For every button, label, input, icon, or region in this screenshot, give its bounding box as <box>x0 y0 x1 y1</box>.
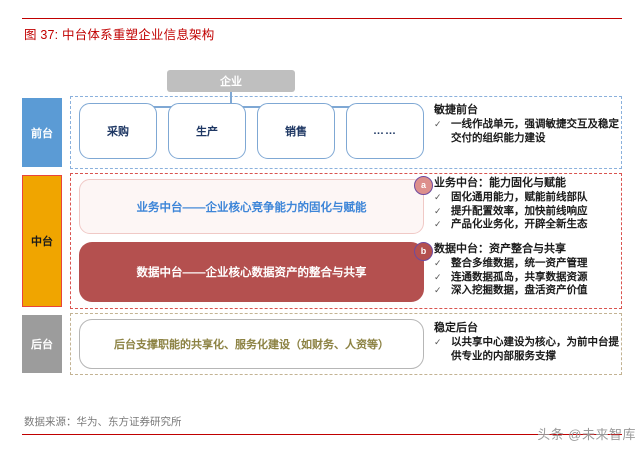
note-data-middle-platform-title: 数据中台：资产整合与共享 <box>434 243 566 255</box>
note-business-middle-platform-item-2-text: 产品化业务化，开辟全新生态 <box>451 218 588 230</box>
note-back-office: 稳定后台 ✓ 以共享中心建设为核心，为前中台提供专业的内部服务支撑 <box>434 321 620 363</box>
check-icon: ✓ <box>434 285 442 295</box>
figure-container: 图 37: 中台体系重塑企业信息架构 企业 前台 中台 后台 采购 <box>22 18 622 436</box>
front-box-production-label: 生产 <box>196 126 218 138</box>
figure-bottom-rule <box>22 434 622 435</box>
front-box-procurement-label: 采购 <box>107 126 129 138</box>
note-business-middle-platform-item-1-text: 提升配置效率，加快前线响应 <box>451 204 588 217</box>
note-business-middle-platform-title: 业务中台：能力固化与赋能 <box>434 177 566 189</box>
middle-platform-zone-boundary <box>70 173 622 309</box>
note-business-middle-platform: 业务中台：能力固化与赋能 ✓ 固化通用能力，赋能前线部队 ✓ 提升配置效率，加快… <box>434 176 620 232</box>
note-data-middle-platform-item-2-text: 深入挖掘数据，盘活资产价值 <box>451 284 588 296</box>
note-back-office-title: 稳定后台 <box>434 322 478 334</box>
connector-bus <box>118 106 386 108</box>
tier-label-back-office-text: 后台 <box>31 339 53 351</box>
note-data-middle-platform-item-0-text: 整合多维数据，统一资产管理 <box>451 257 588 269</box>
tier-label-front-stage-text: 前台 <box>31 127 53 140</box>
data-middle-platform-label: 数据中台——企业核心数据资产的整合与共享 <box>136 267 367 279</box>
enterprise-node-label: 企业 <box>220 76 242 88</box>
note-data-middle-platform-item-1-text: 连通数据孤岛，共享数据资源 <box>451 270 588 283</box>
tier-label-front-stage[interactable]: 前台 <box>22 98 62 167</box>
note-data-middle-platform-item-1: ✓ 连通数据孤岛，共享数据资源 <box>434 271 620 285</box>
tier-label-middle-platform[interactable]: 中台 <box>22 175 62 307</box>
note-front-stage-item-0-text: 一线作战单元，强调敏捷交互及稳定交付的组织能力建设 <box>451 118 619 144</box>
front-stage-zone-boundary <box>70 96 622 169</box>
back-office-zone-boundary <box>70 313 622 375</box>
front-box-more-label: …… <box>373 125 397 137</box>
check-icon: ✓ <box>434 219 442 229</box>
enterprise-node[interactable]: 企业 <box>167 70 295 92</box>
check-icon: ✓ <box>434 205 442 216</box>
badge-b[interactable]: b <box>414 242 433 261</box>
note-data-middle-platform-item-2: ✓ 深入挖掘数据，盘活资产价值 <box>434 284 620 298</box>
back-office-box[interactable]: 后台支撑职能的共享化、服务化建设（如财务、人资等） <box>79 319 424 369</box>
badge-a-label: a <box>420 180 426 190</box>
note-business-middle-platform-item-1: ✓ 提升配置效率，加快前线响应 <box>434 205 620 219</box>
check-icon: ✓ <box>434 192 442 202</box>
note-data-middle-platform: 数据中台：资产整合与共享 ✓ 整合多维数据，统一资产管理 ✓ 连通数据孤岛，共享… <box>434 242 620 298</box>
tier-label-back-office[interactable]: 后台 <box>22 315 62 373</box>
figure-source: 数据来源：华为、东方证券研究所 <box>24 416 182 428</box>
note-back-office-item-0-text: 以共享中心建设为核心，为前中台提供专业的内部服务支撑 <box>451 336 619 362</box>
business-middle-platform-label: 业务中台——企业核心竞争能力的固化与赋能 <box>136 201 367 214</box>
note-back-office-item-0: ✓ 以共享中心建设为核心，为前中台提供专业的内部服务支撑 <box>434 336 620 363</box>
note-front-stage-item-0: ✓ 一线作战单元，强调敏捷交互及稳定交付的组织能力建设 <box>434 118 620 145</box>
connector-trunk <box>230 92 232 106</box>
figure-title: 图 37: 中台体系重塑企业信息架构 <box>24 28 215 42</box>
check-icon: ✓ <box>434 258 442 268</box>
business-middle-platform-box[interactable]: 业务中台——企业核心竞争能力的固化与赋能 <box>79 179 424 234</box>
tier-label-middle-platform-text: 中台 <box>31 236 53 248</box>
back-office-label: 后台支撑职能的共享化、服务化建设（如财务、人资等） <box>114 339 389 351</box>
check-icon: ✓ <box>434 337 442 347</box>
note-business-middle-platform-item-0-text: 固化通用能力，赋能前线部队 <box>451 191 588 203</box>
badge-a[interactable]: a <box>414 176 433 195</box>
front-box-more[interactable]: …… <box>346 103 424 159</box>
front-box-sales[interactable]: 销售 <box>257 103 335 159</box>
figure-top-rule <box>22 18 622 19</box>
check-icon: ✓ <box>434 119 442 129</box>
front-box-sales-label: 销售 <box>285 126 307 138</box>
badge-b-label: b <box>420 246 427 256</box>
watermark: 头条 @未来智库 <box>537 427 636 442</box>
note-business-middle-platform-item-2: ✓ 产品化业务化，开辟全新生态 <box>434 218 620 232</box>
front-box-production[interactable]: 生产 <box>168 103 246 159</box>
note-front-stage-title: 敏捷前台 <box>434 104 478 116</box>
diagram-canvas: 企业 前台 中台 后台 采购 生产 销售 …… <box>22 45 622 407</box>
note-data-middle-platform-item-0: ✓ 整合多维数据，统一资产管理 <box>434 257 620 271</box>
front-box-procurement[interactable]: 采购 <box>79 103 157 159</box>
note-front-stage: 敏捷前台 ✓ 一线作战单元，强调敏捷交互及稳定交付的组织能力建设 <box>434 103 620 145</box>
data-middle-platform-box[interactable]: 数据中台——企业核心数据资产的整合与共享 <box>79 242 424 302</box>
note-business-middle-platform-item-0: ✓ 固化通用能力，赋能前线部队 <box>434 191 620 205</box>
check-icon: ✓ <box>434 271 442 282</box>
